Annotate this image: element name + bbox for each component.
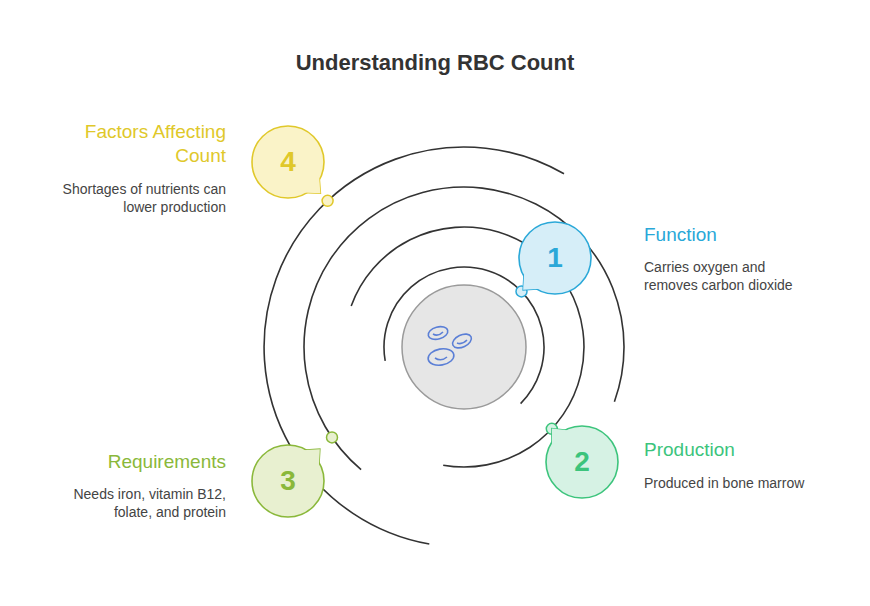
- callout-step: 1 FunctionCarries oxygen and removes carb…: [515, 218, 815, 298]
- step-description: Carries oxygen and removes carbon dioxid…: [644, 258, 809, 294]
- orbit-dot: [327, 432, 338, 443]
- step-heading: Function: [644, 223, 814, 247]
- cell-dimple: [457, 340, 467, 344]
- callout-number: 3: [248, 441, 328, 521]
- step-description: Produced in bone marrow: [644, 474, 824, 492]
- step-heading: Production: [644, 438, 824, 462]
- callout-step: 2 ProductionProduced in bone marrow: [542, 422, 842, 502]
- orbit-dot: [322, 195, 333, 206]
- cell-outline: [450, 331, 473, 350]
- callout-step: 4Factors Affecting CountShortages of nut…: [40, 122, 330, 202]
- diagram-title: Understanding RBC Count: [0, 48, 870, 78]
- callout-step: 3 RequirementsNeeds iron, vitamin B12, fo…: [40, 441, 330, 521]
- step-description: Needs iron, vitamin B12, folate, and pro…: [56, 485, 226, 521]
- cell-dimple: [433, 332, 443, 335]
- blood-cell-icon: [427, 325, 474, 368]
- bubble-tail-fill: [552, 429, 569, 446]
- callout-number: 4: [248, 122, 328, 202]
- callout-number: 1: [515, 218, 595, 298]
- bubble-tail-fill: [302, 449, 319, 466]
- cell-outline: [427, 347, 455, 367]
- callout-number: 2: [542, 422, 622, 502]
- cell-outline: [427, 325, 449, 342]
- center-circle: [402, 285, 526, 409]
- bubble-tail-fill: [303, 176, 320, 193]
- step-heading: Factors Affecting Count: [61, 120, 226, 168]
- bubble-tail-fill: [523, 272, 540, 289]
- cell-dimple: [435, 357, 447, 360]
- step-heading: Requirements: [40, 450, 226, 474]
- step-description: Shortages of nutrients can lower product…: [41, 180, 226, 216]
